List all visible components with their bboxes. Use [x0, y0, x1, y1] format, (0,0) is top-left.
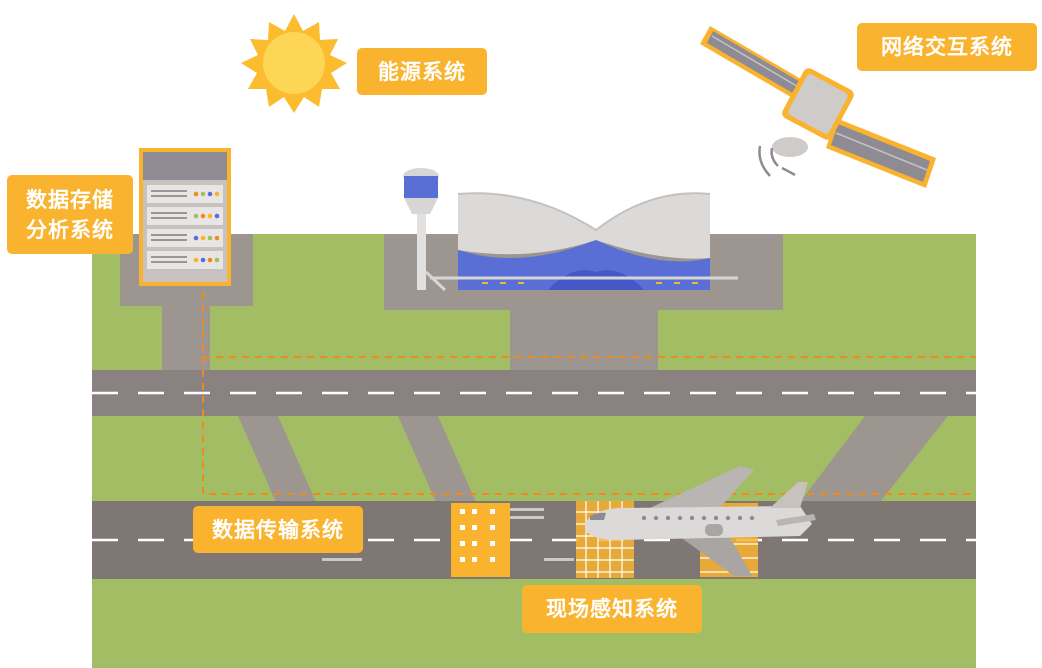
taxiway-right — [800, 416, 948, 502]
sensing-system-text: 现场感知系统 — [546, 597, 678, 621]
storage-system-text-line2: 分析系统 — [26, 217, 114, 242]
network-system-label: 网络交互系统 — [857, 23, 1037, 71]
terminal-taxiway — [510, 300, 658, 374]
runway-marking — [544, 558, 574, 561]
satellite-icon — [700, 26, 936, 188]
runway-marking — [322, 558, 362, 561]
transmission-system-text: 数据传输系统 — [212, 517, 344, 542]
taxiway-middle — [398, 416, 476, 502]
energy-system-label: 能源系统 — [357, 48, 487, 95]
energy-system-text: 能源系统 — [378, 59, 466, 84]
taxiway-left — [238, 416, 316, 502]
control-tower-icon — [403, 168, 447, 292]
transmission-system-label: 数据传输系统 — [193, 506, 363, 553]
terminal-building-icon — [430, 192, 738, 290]
airplane-icon — [585, 466, 816, 576]
storage-system-label: 数据存储 分析系统 — [7, 175, 133, 254]
storage-system-text-line1: 数据存储 — [26, 187, 114, 212]
runway-marking — [510, 516, 544, 519]
network-system-text: 网络交互系统 — [881, 35, 1013, 59]
sensing-system-label: 现场感知系统 — [522, 585, 702, 633]
sun-icon — [241, 14, 347, 113]
server-rack-icon — [139, 148, 231, 286]
runway-marking — [510, 508, 544, 511]
